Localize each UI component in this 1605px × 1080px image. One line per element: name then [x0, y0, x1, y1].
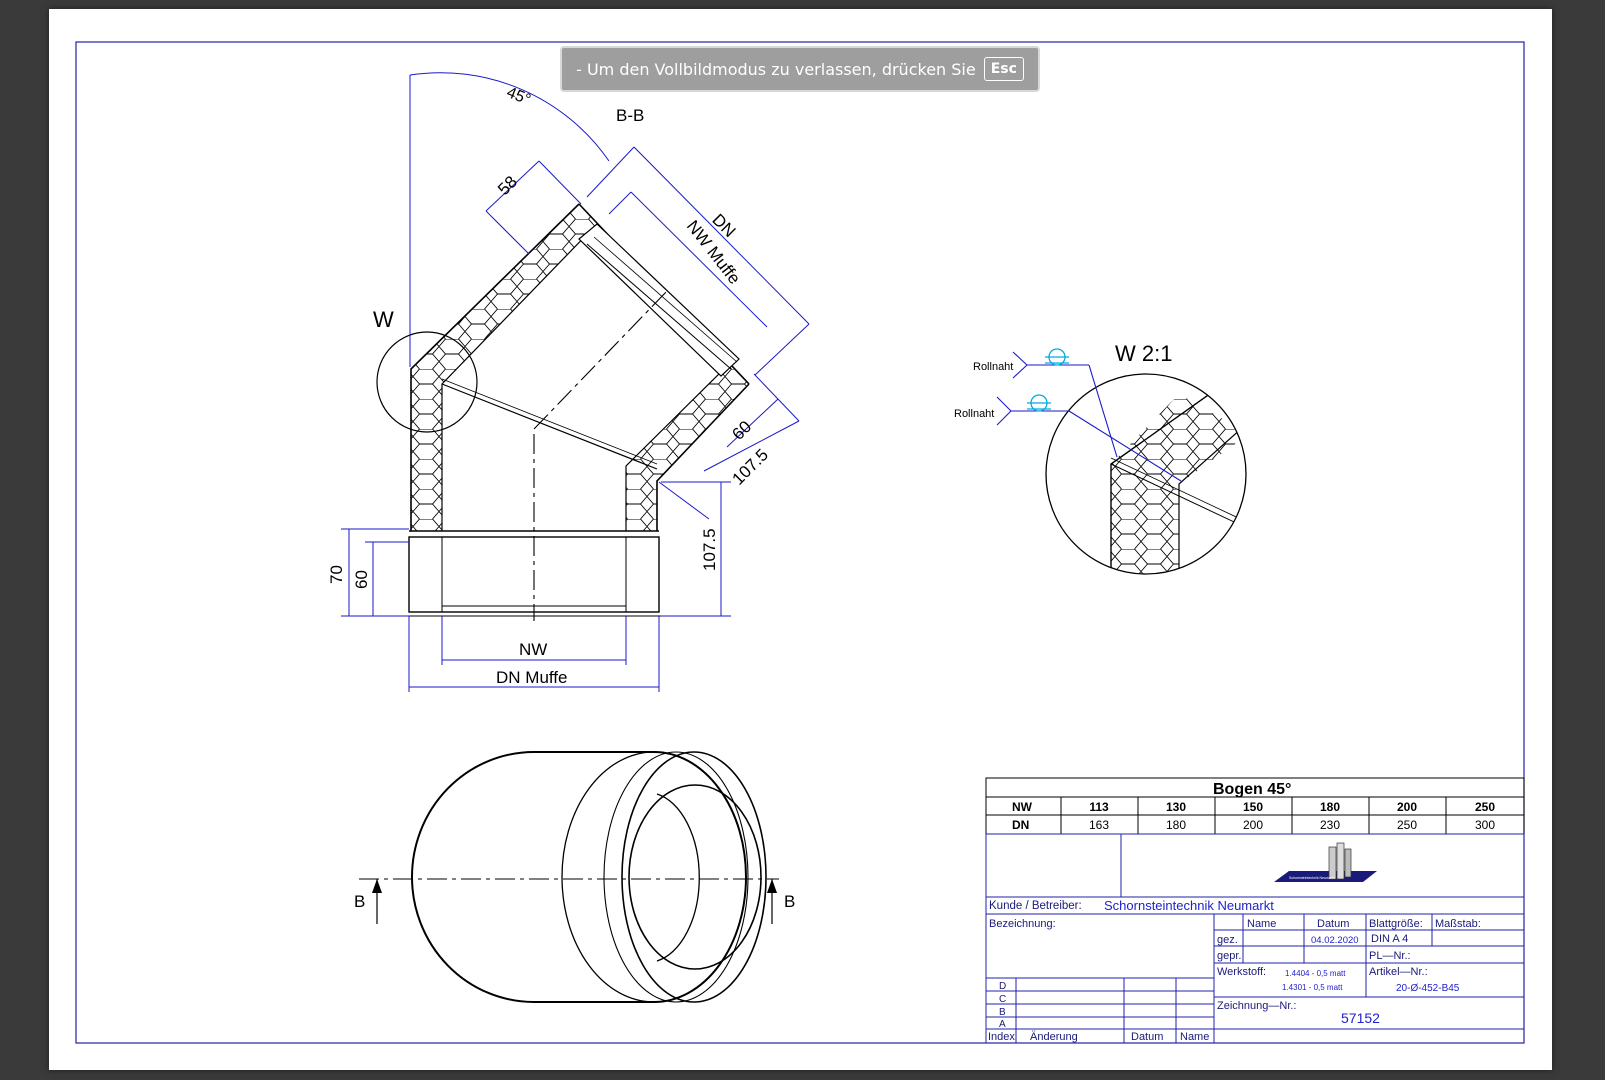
rev-d: D [999, 981, 1006, 992]
technical-drawing: W [75, 41, 1525, 1044]
company-logo: Schornsteintechnik Neumarkt [1274, 842, 1377, 882]
insulation-right-wall [626, 466, 657, 531]
nozzle-line-2 [593, 236, 738, 363]
detail-marker-label: W [373, 307, 394, 332]
dim-angle: 45° [504, 84, 533, 109]
nw-value: 113 [1089, 800, 1109, 814]
nw-value: 180 [1320, 800, 1340, 814]
datum-header: Datum [1317, 918, 1349, 930]
dn-value: 300 [1475, 818, 1495, 832]
gez-label: gez. [1217, 934, 1238, 946]
kunde-value: Schornsteintechnik Neumarkt [1104, 898, 1274, 913]
nw-value: 200 [1397, 800, 1417, 814]
drawing-sheet: W [49, 9, 1552, 1070]
dim-1075-vert: 107.5 [700, 528, 719, 571]
insulation-inner-wall [626, 364, 749, 481]
kunde-label: Kunde / Betreiber: [989, 900, 1082, 912]
nw-value: 150 [1243, 800, 1263, 814]
artikel-value: 20-Ø-452-B45 [1396, 983, 1460, 994]
dim-60: 60 [352, 570, 371, 589]
weld-label-1: Rollnaht [973, 361, 1013, 373]
drawing-frame [75, 41, 1525, 1044]
werkstoff-1: 1.4404 - 0,5 matt [1285, 969, 1346, 978]
table-nw-label: NW [1012, 800, 1033, 814]
artikel-label: Artikel—Nr.: [1369, 966, 1428, 978]
dim-70: 70 [327, 565, 346, 584]
dim-60-diag: 60 [728, 417, 755, 444]
pl-label: PL—Nr.: [1369, 950, 1411, 962]
miter-seam-2 [441, 378, 658, 465]
dn-value: 230 [1320, 818, 1340, 832]
elbow-outer-contour [410, 203, 580, 531]
dim-58: 58 [494, 172, 521, 199]
insulation-outer-wall [411, 204, 597, 384]
detail-view [1045, 373, 1247, 575]
elbow-right-inner [625, 363, 730, 531]
zeichnung-label: Zeichnung—Nr.: [1217, 1000, 1296, 1012]
rev-name-label: Name [1180, 1031, 1209, 1043]
miter-seam [441, 383, 658, 470]
table-nw-values: 113 130 150 180 200 250 [1089, 800, 1495, 814]
weld-circle-icons [1027, 348, 1069, 412]
bezeichnung-label: Bezeichnung: [989, 918, 1056, 930]
nw-value: 130 [1166, 800, 1186, 814]
dim-dn-muffe: DN Muffe [496, 668, 568, 687]
detail-title: W 2:1 [1115, 341, 1172, 366]
nw-value: 250 [1475, 800, 1495, 814]
gepr-label: gepr. [1217, 950, 1241, 962]
elbow-right-outer [656, 383, 750, 531]
zeichnung-value: 57152 [1341, 1010, 1380, 1026]
table-dn-label: DN [1012, 818, 1029, 832]
gez-date: 04.02.2020 [1311, 935, 1359, 946]
dim-1075-diag: 107.5 [728, 445, 772, 489]
title-block [985, 833, 1525, 1044]
werkstoff-label: Werkstoff: [1217, 966, 1266, 978]
cut-marker-right: B [784, 892, 795, 911]
rev-a: A [999, 1019, 1006, 1030]
isometric-view [359, 751, 779, 1003]
blattgroesse-value: DIN A 4 [1371, 933, 1408, 945]
rev-b: B [999, 1007, 1006, 1018]
elbow-section-view [407, 203, 750, 621]
fullscreen-message: - Um den Vollbildmodus zu verlassen, drü… [576, 59, 976, 79]
table-dn-values: 163 180 200 230 250 300 [1089, 818, 1495, 832]
fullscreen-exit-banner: - Um den Vollbildmodus zu verlassen, drü… [560, 46, 1040, 92]
logo-text: Schornsteintechnik Neumarkt [1289, 876, 1335, 880]
nozzle-line [586, 243, 732, 370]
dn-value: 163 [1089, 818, 1109, 832]
insulation-left-wall [411, 369, 442, 531]
rev-datum-label: Datum [1131, 1031, 1163, 1043]
blattgroesse-label: Blattgröße: [1369, 918, 1423, 930]
dn-value: 180 [1166, 818, 1186, 832]
index-label: Index [988, 1031, 1015, 1043]
cut-marker-left: B [354, 892, 365, 911]
weld-label-2: Rollnaht [954, 408, 994, 420]
table-title: Bogen 45° [1213, 781, 1291, 798]
name-header: Name [1247, 918, 1276, 930]
dn-value: 250 [1397, 818, 1417, 832]
dimensions [341, 72, 810, 692]
section-label: B-B [616, 106, 644, 125]
aenderung-label: Änderung [1030, 1031, 1078, 1043]
dn-value: 200 [1243, 818, 1263, 832]
detail-marker-circle [376, 331, 478, 433]
dim-nw: NW [519, 640, 547, 659]
werkstoff-2: 1.4301 - 0,5 matt [1282, 983, 1343, 992]
rev-c: C [999, 994, 1006, 1005]
massstab-label: Maßstab: [1435, 918, 1481, 930]
esc-key-badge[interactable]: Esc [983, 57, 1024, 81]
centerline-diagonal [533, 290, 668, 430]
